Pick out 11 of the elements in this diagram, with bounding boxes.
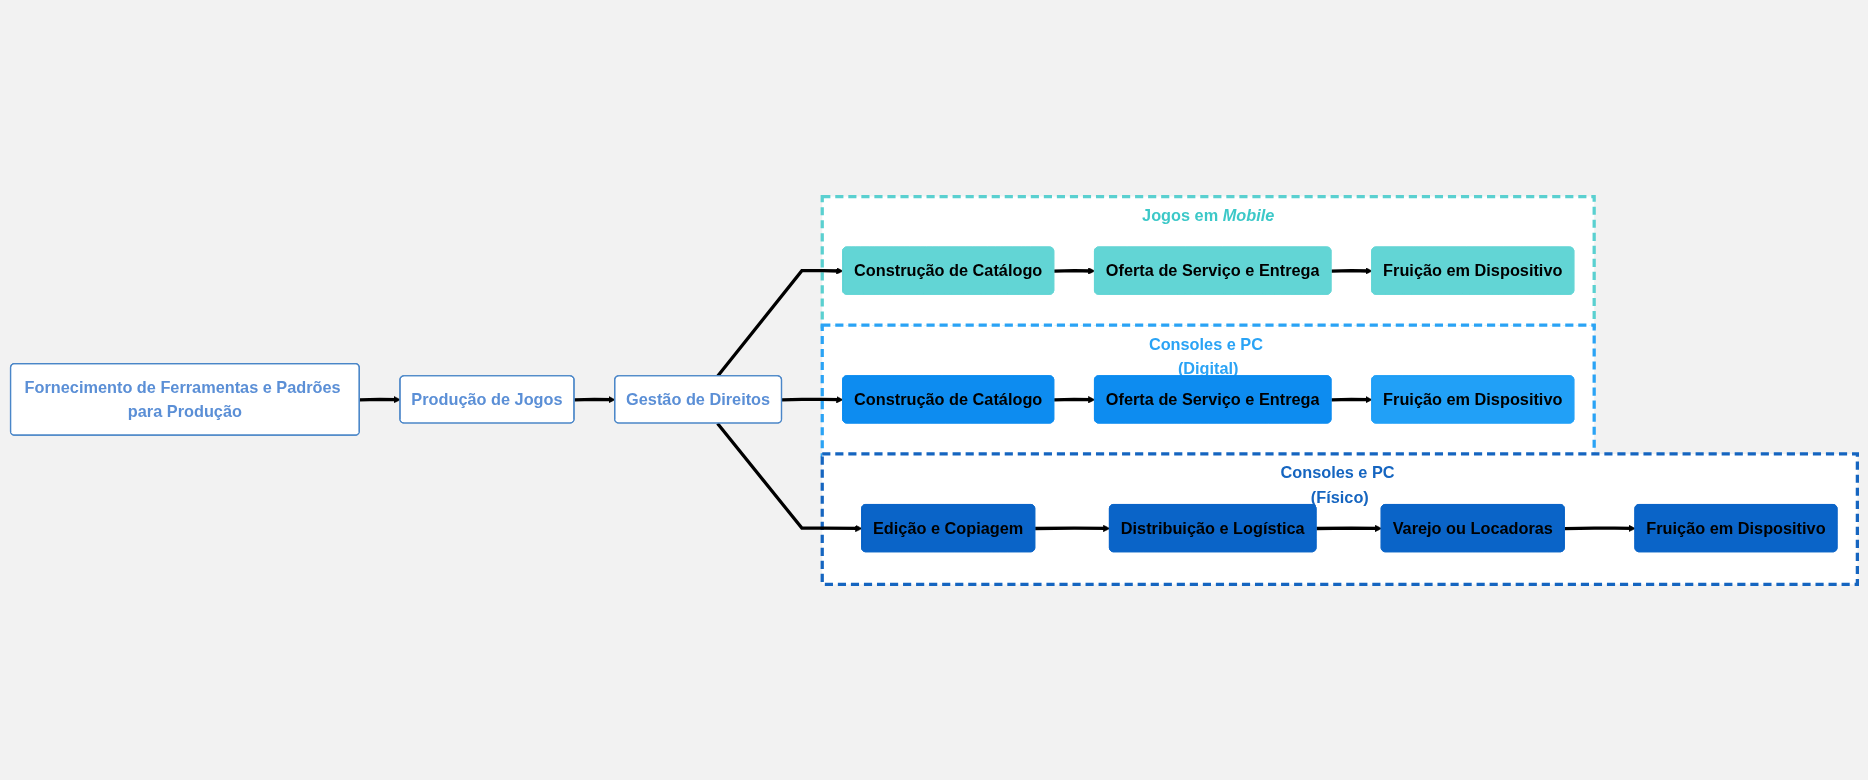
arrow bbox=[781, 395, 844, 403]
arrow bbox=[716, 266, 844, 377]
arrow bbox=[1331, 266, 1373, 275]
arrow bbox=[1054, 266, 1096, 275]
arrow bbox=[716, 421, 863, 532]
arrow bbox=[1035, 524, 1111, 532]
arrow bbox=[1054, 395, 1096, 403]
arrow bbox=[1316, 524, 1382, 532]
arrow bbox=[1564, 524, 1636, 532]
arrow bbox=[1331, 395, 1373, 403]
arrow bbox=[359, 395, 401, 403]
